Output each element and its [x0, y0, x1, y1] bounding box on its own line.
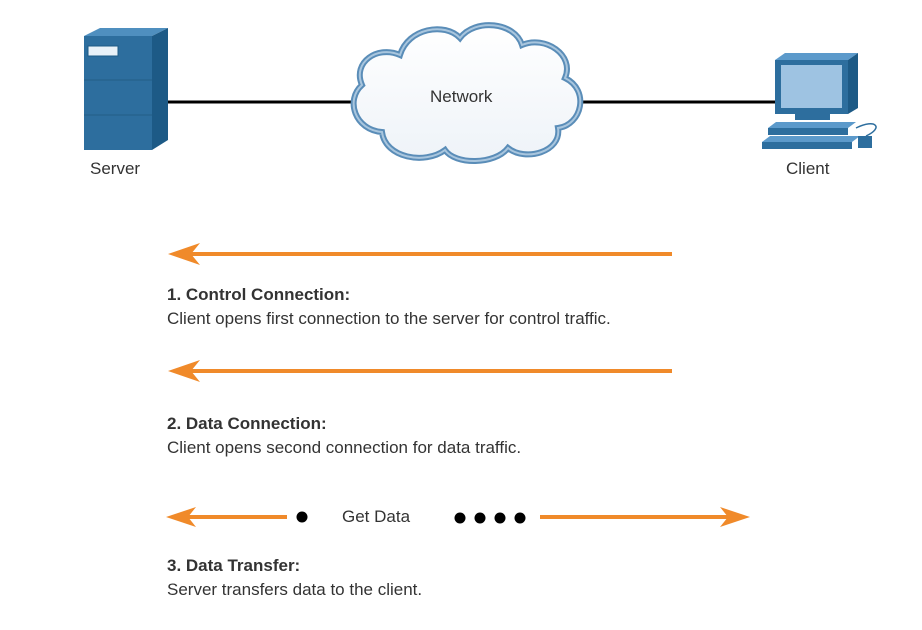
client-label: Client [786, 159, 830, 178]
step-1-description: Client opens first connection to the ser… [167, 309, 611, 328]
step-2-title: 2. Data Connection: [167, 414, 327, 433]
data-dot [474, 512, 486, 524]
cloud-icon [350, 22, 584, 164]
step-2-description: Client opens second connection for data … [167, 438, 522, 457]
server-label: Server [90, 159, 141, 178]
data-dot [296, 511, 308, 523]
network-label: Network [430, 87, 493, 106]
data-connection-arrow [168, 360, 672, 382]
data-dot [454, 512, 466, 524]
data-transfer-arrow-left [166, 507, 287, 527]
data-dot [494, 512, 506, 524]
server-icon [84, 28, 168, 150]
step-3-description: Server transfers data to the client. [167, 580, 423, 599]
client-computer-icon [762, 53, 877, 149]
data-dot [514, 512, 526, 524]
step-3-title: 3. Data Transfer: [167, 556, 301, 575]
control-connection-arrow [168, 243, 672, 265]
get-data-label: Get Data [342, 507, 411, 526]
data-transfer-arrow-right [540, 507, 750, 527]
step-1-title: 1. Control Connection: [167, 285, 351, 304]
